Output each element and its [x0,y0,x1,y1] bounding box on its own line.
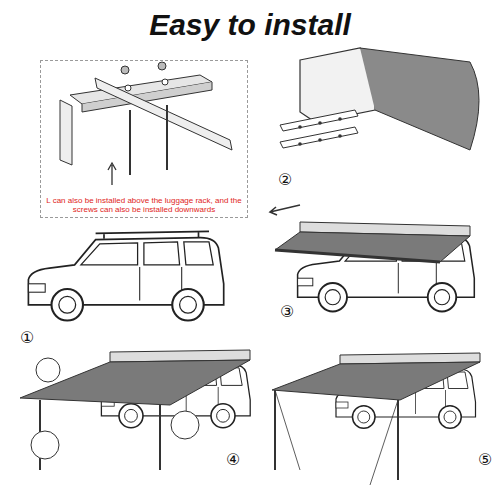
bracket-mount [280,48,479,150]
car-roof-rack [28,231,223,320]
callout-number: ④ [226,452,240,468]
title: Easy to install [0,8,500,42]
bracket-detail [60,62,232,185]
callout-number: ⑤ [478,452,492,468]
callout-number: ③ [280,304,294,320]
callout-number: ① [20,330,34,346]
awning-pull-out [270,205,474,311]
note-box: L can also be installed above the luggag… [40,60,248,218]
awning-finished [272,353,480,485]
callout-number: ② [278,172,292,188]
install-note: L can also be installed above the luggag… [44,196,244,214]
awning-poles [20,350,250,470]
